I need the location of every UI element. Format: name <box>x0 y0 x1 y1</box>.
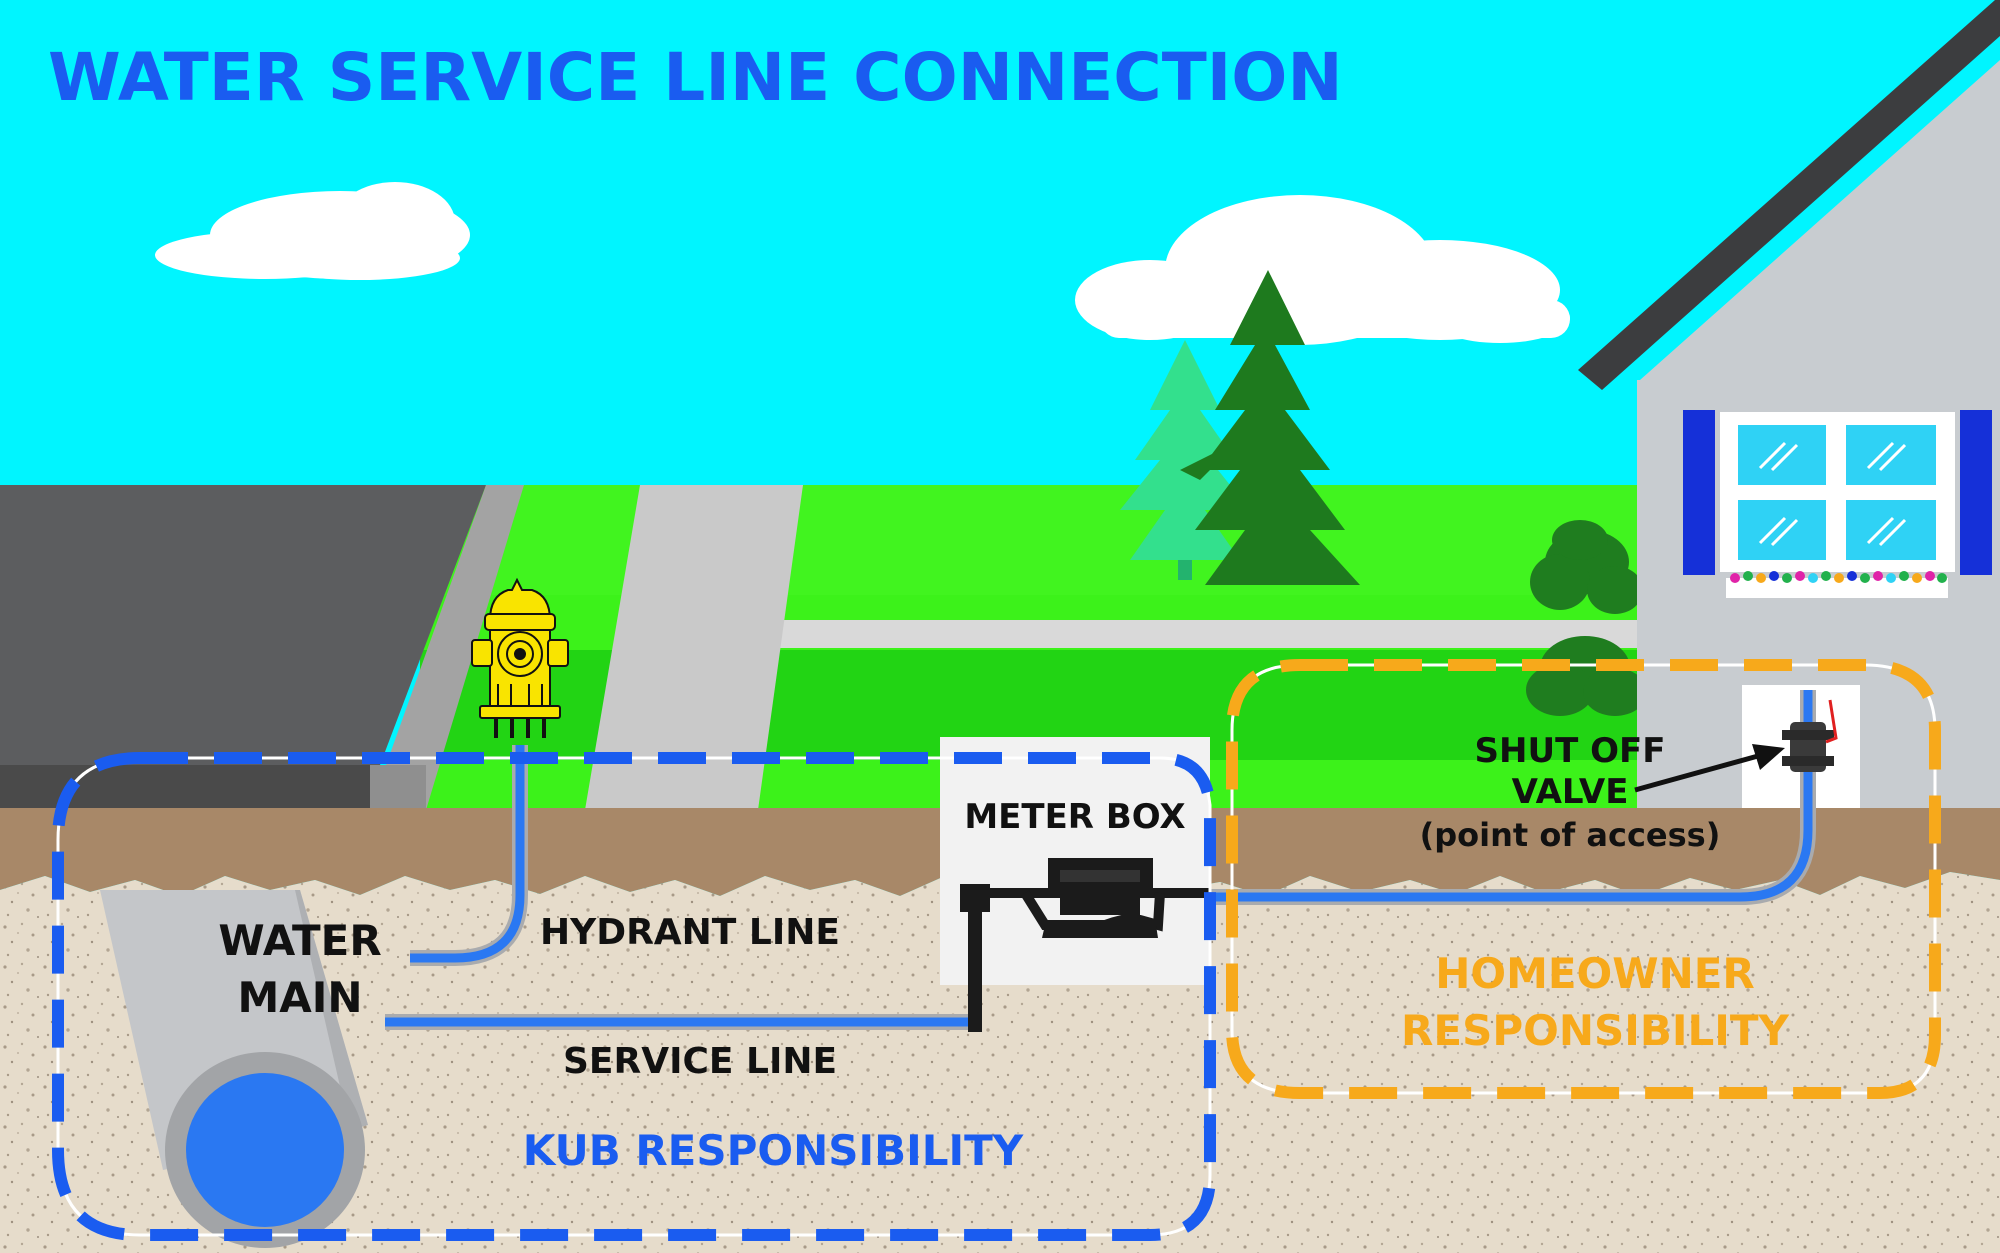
underground <box>0 872 2000 1253</box>
meter-assembly <box>960 858 1210 1032</box>
point-of-access-label: (point of access) <box>1420 816 1721 854</box>
meter-box-label: METER BOX <box>964 797 1185 837</box>
road-edge <box>0 765 380 810</box>
house-gable <box>1640 60 2000 380</box>
diagram-title: WATER SERVICE LINE CONNECTION <box>48 39 1343 116</box>
homeowner-zone-outline <box>1226 659 1941 1099</box>
lawn-back-strip <box>420 485 1710 595</box>
shut-off-valve-label-line1: SHUT OFF <box>1475 731 1666 771</box>
tree-large <box>1180 270 1360 585</box>
shrub-lower <box>1526 636 1647 716</box>
fire-hydrant <box>471 577 569 738</box>
window <box>1683 410 1992 598</box>
roof-edge <box>1578 0 2000 390</box>
shutter-right <box>1960 410 1992 575</box>
gutter <box>370 765 426 810</box>
shrub-upper <box>1530 520 1643 614</box>
water-main-label-line1: WATER <box>218 916 381 965</box>
valve-arrow <box>1634 744 1785 793</box>
shutter-left <box>1683 410 1715 575</box>
flower-box <box>1726 578 1948 598</box>
kub-responsibility-label: KUB RESPONSIBILITY <box>523 1126 1024 1175</box>
water-main-pipe <box>100 890 368 1248</box>
driveway <box>585 485 803 810</box>
service-line-label: SERVICE LINE <box>563 1041 837 1082</box>
road <box>0 485 486 765</box>
cloud-right <box>1075 195 1570 345</box>
shut-off-valve-label-line2: VALVE <box>1512 772 1629 812</box>
hydrant-line-label: HYDRANT LINE <box>540 912 840 953</box>
homeowner-responsibility-label-line2: RESPONSIBILITY <box>1401 1006 1789 1055</box>
cloud-left <box>155 182 470 280</box>
kub-zone-outline <box>52 752 1216 1241</box>
sidewalk <box>780 620 1640 648</box>
flowers <box>1730 571 1947 583</box>
shut-off-valve <box>1782 699 1838 772</box>
homeowner-responsibility-label-line1: HOMEOWNER <box>1435 949 1755 998</box>
curb <box>370 485 524 810</box>
water-main-label-line2: MAIN <box>237 973 362 1022</box>
